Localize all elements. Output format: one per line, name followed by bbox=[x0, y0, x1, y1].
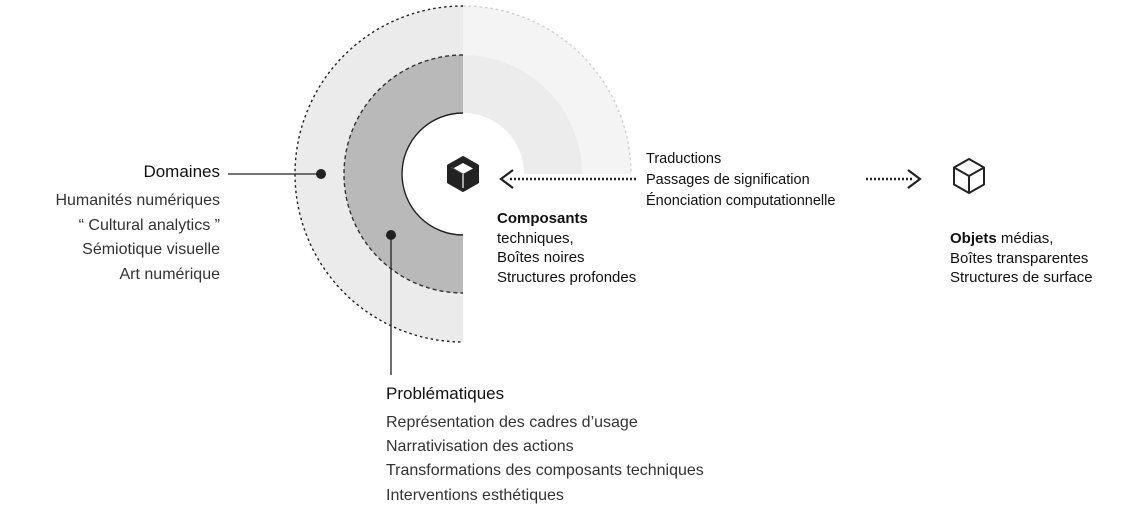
domaines-block: Domaines Humanités numériques “ Cultural… bbox=[55, 163, 220, 287]
problematiques-item: Transformations des composants technique… bbox=[386, 462, 704, 480]
composants-item: techniques, bbox=[497, 229, 574, 247]
arrow-to-objets bbox=[866, 169, 922, 189]
domaines-item: Sémiotique visuelle bbox=[82, 241, 220, 258]
problematiques-item: Interventions esthétiques bbox=[386, 486, 564, 504]
problematiques-item: Représentation des cadres d’usage bbox=[386, 414, 638, 431]
inner-ring bbox=[343, 54, 582, 294]
cube-outline-icon bbox=[953, 158, 985, 194]
domaines-title: Domaines bbox=[143, 162, 220, 181]
cube-solid-icon bbox=[447, 156, 479, 192]
translations-block: Traductions Passages de signification Én… bbox=[646, 149, 835, 212]
core-circle bbox=[401, 112, 524, 236]
translations-item: Énonciation computationnelle bbox=[646, 193, 836, 209]
translations-item: Traductions bbox=[646, 151, 722, 167]
composants-title: Composants bbox=[497, 210, 588, 227]
objets-title: Objets bbox=[950, 230, 997, 247]
domaines-leader-dot bbox=[316, 169, 326, 179]
objets-item: Boîtes transparentes bbox=[950, 249, 1089, 267]
composants-item: Boîtes noires bbox=[497, 249, 585, 266]
problematiques-leader-dot bbox=[386, 230, 396, 240]
domaines-item: Art numérique bbox=[119, 265, 221, 283]
translations-item: Passages de signification bbox=[646, 172, 810, 188]
objets-block: Objets médias, Boîtes transparentes Stru… bbox=[950, 229, 1093, 288]
problematiques-block: Problématiques Représentation des cadres… bbox=[386, 385, 704, 508]
objets-item: Structures de surface bbox=[950, 269, 1093, 286]
problematiques-title: Problématiques bbox=[386, 384, 505, 403]
composants-item: Structures profondes bbox=[497, 268, 637, 286]
domaines-item: Humanités numériques bbox=[55, 192, 220, 209]
composants-block: Composants techniques, Boîtes noires Str… bbox=[497, 209, 636, 287]
domaines-item: “ Cultural analytics ” bbox=[78, 216, 220, 234]
problematiques-item: Narrativisation des actions bbox=[386, 438, 574, 456]
arrow-to-composants bbox=[499, 169, 636, 189]
objets-title-suffix: médias, bbox=[996, 230, 1054, 247]
